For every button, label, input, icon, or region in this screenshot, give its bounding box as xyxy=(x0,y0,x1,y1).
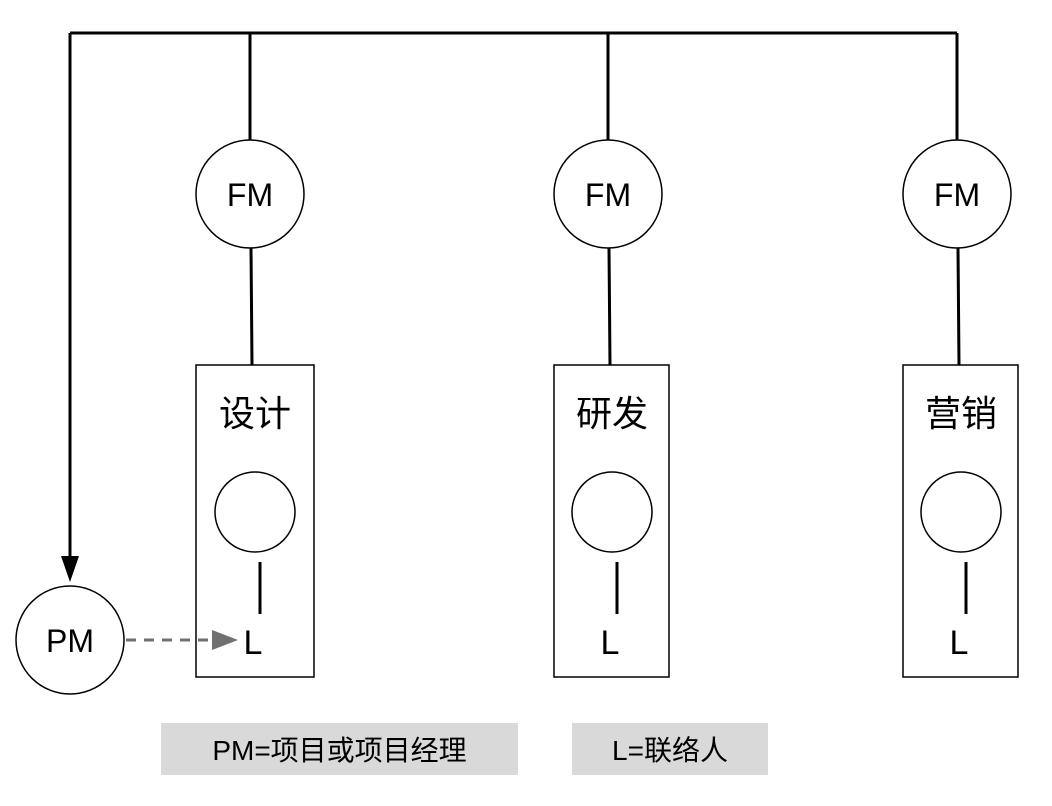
legend-pm: PM=项目或项目经理 xyxy=(161,723,518,775)
pm-to-contact-dashed-arrow xyxy=(126,630,238,650)
department-name: 设计 xyxy=(219,393,291,434)
fm-to-dept-line xyxy=(607,247,612,366)
fm-node-marketing: FM xyxy=(902,139,1012,249)
contact-label: L xyxy=(950,624,969,662)
contact-label: L xyxy=(601,624,620,662)
fm-node-rd: FM xyxy=(553,139,663,249)
department-name: 研发 xyxy=(576,393,648,434)
connector-bus xyxy=(70,31,959,140)
pm-label: PM xyxy=(46,623,94,659)
department-name: 营销 xyxy=(925,393,997,434)
department-box-rd: 研发 L xyxy=(553,364,670,678)
department-box-design: 设计 L xyxy=(195,364,315,678)
fm-node-design: FM xyxy=(195,139,305,249)
fm-label: FM xyxy=(585,177,631,213)
legend-pm-text: PM=项目或项目经理 xyxy=(212,735,467,766)
member-circle xyxy=(571,471,653,553)
member-circle xyxy=(214,471,296,553)
pm-down-arrow xyxy=(61,33,79,582)
fm-to-dept-line xyxy=(249,247,254,366)
legend-contact: L=联络人 xyxy=(572,723,768,775)
legend-contact-text: L=联络人 xyxy=(612,735,728,766)
fm-label: FM xyxy=(934,177,980,213)
fm-label: FM xyxy=(227,177,273,213)
contact-label: L xyxy=(244,624,263,662)
pm-node: PM xyxy=(15,585,125,695)
department-box-marketing: 营销 L xyxy=(902,364,1019,678)
fm-to-dept-line xyxy=(956,247,961,366)
member-circle xyxy=(920,471,1002,553)
